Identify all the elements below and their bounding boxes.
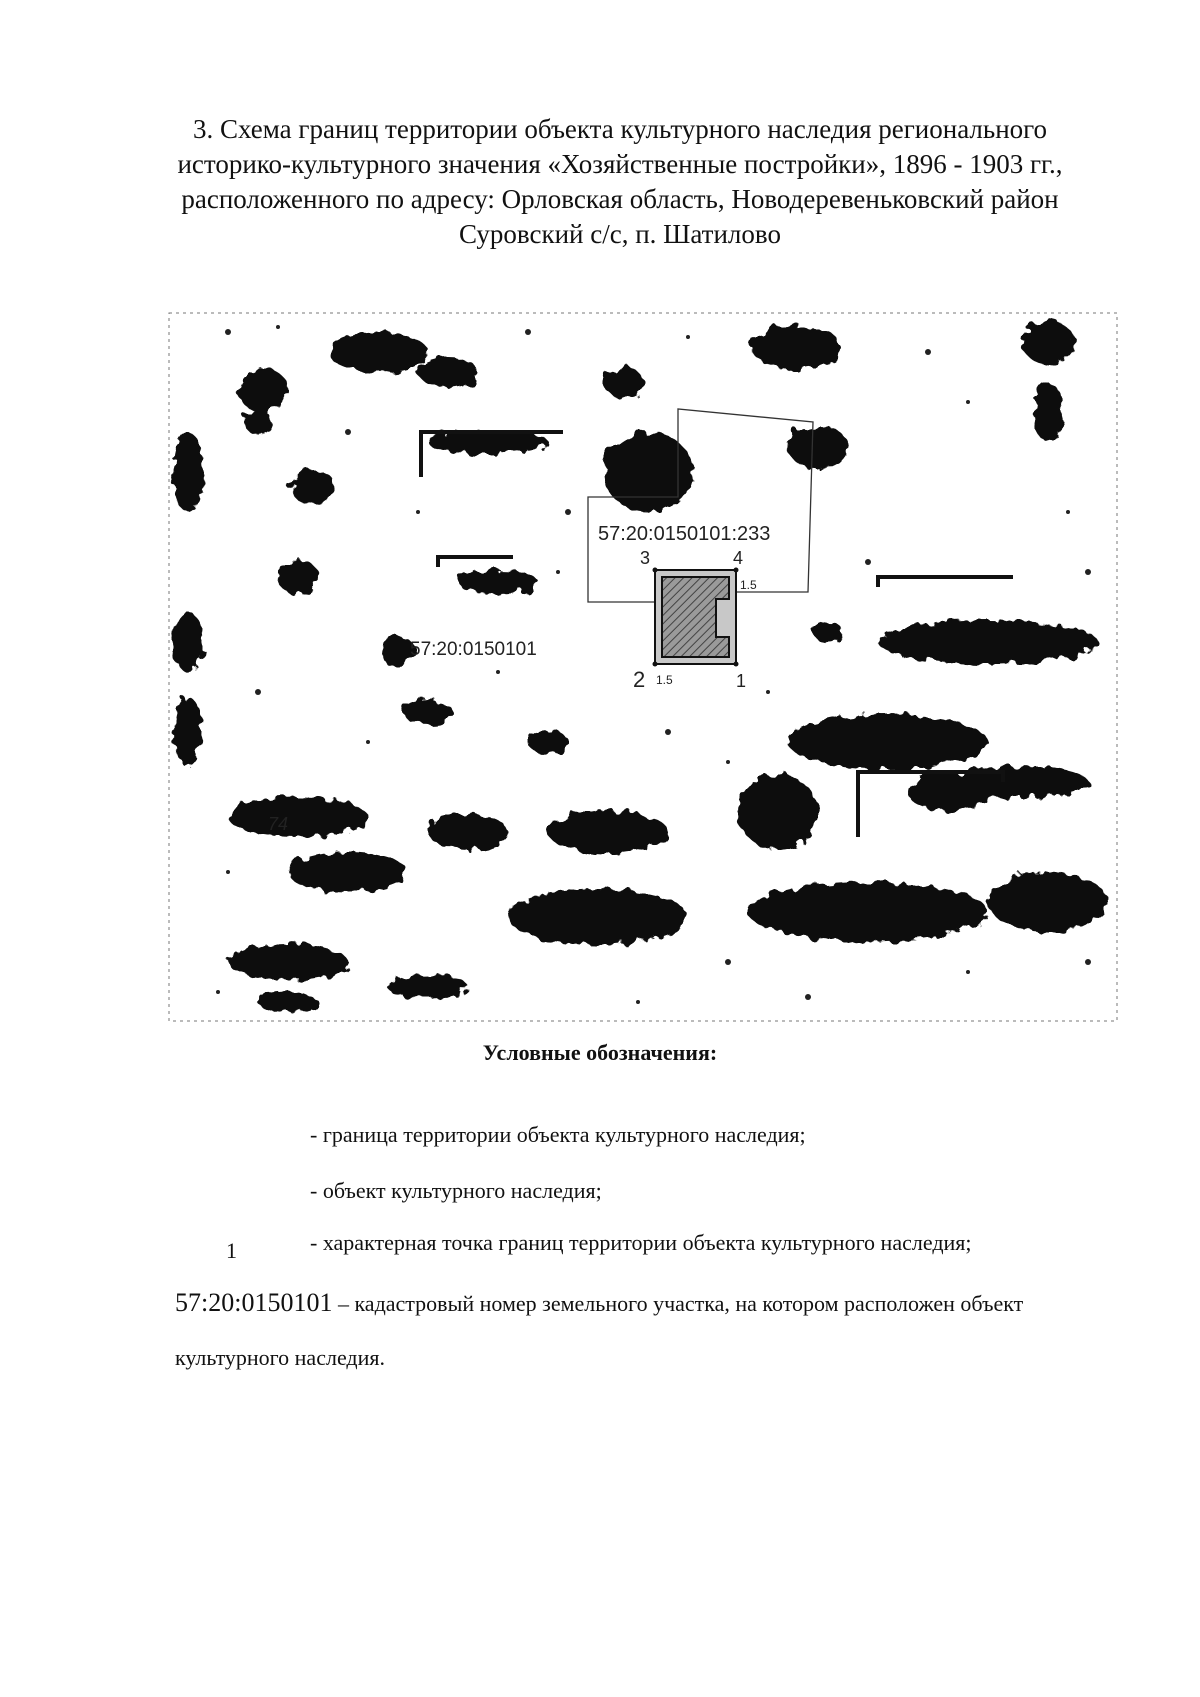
cadastral-note: 57:20:0150101 – кадастровый номер земель… — [175, 1288, 1125, 1318]
document-title: 3. Схема границ территории объекта культ… — [150, 112, 1090, 252]
cadastral-text-2: культурного наследия. — [175, 1345, 385, 1370]
road-label: 74 — [268, 814, 288, 834]
title-line-3: расположенного по адресу: Орловская обла… — [181, 184, 1059, 214]
point-markers — [652, 567, 739, 667]
legend-point-symbol: 1 — [226, 1238, 237, 1263]
legend-item-object: - объект культурного наследия; — [310, 1178, 602, 1203]
legend-item-boundary: - граница территории объекта культурного… — [310, 1122, 806, 1147]
title-line-2: историко-культурного значения «Хозяйстве… — [177, 149, 1063, 179]
cadastral-text-1: – кадастровый номер земельного участка, … — [332, 1291, 1024, 1316]
dimension-label-bottom: 1.5 — [656, 673, 673, 687]
point-label-1: 1 — [736, 671, 746, 691]
parcel-label-233: 57:20:0150101:233 — [598, 523, 770, 545]
terrain-blobs — [173, 320, 1108, 1012]
point-label-4: 4 — [733, 548, 743, 568]
point-label-3: 3 — [640, 548, 650, 568]
legend-item-point: - характерная точка границ территории об… — [310, 1230, 972, 1255]
title-line-4: Суровский с/с, п. Шатилово — [459, 219, 781, 249]
building-outlines — [419, 430, 1013, 837]
title-line-1: 3. Схема границ территории объекта культ… — [192, 114, 1048, 144]
point-label-2: 2 — [633, 667, 645, 692]
dimension-label-right: 1.5 — [740, 578, 757, 592]
heritage-object — [661, 576, 730, 658]
terrain-specks — [216, 325, 1091, 1004]
cadastral-map: 57:20:0150101:233 57:20:0150101 1 2 3 4 … — [168, 312, 1118, 1022]
map-frame — [168, 312, 1118, 1022]
cadastral-number: 57:20:0150101 — [175, 1288, 333, 1317]
parcel-boundary-233 — [587, 408, 814, 603]
parcel-label: 57:20:0150101 — [410, 639, 537, 660]
legend-title: Условные обозначения: — [482, 1040, 718, 1065]
